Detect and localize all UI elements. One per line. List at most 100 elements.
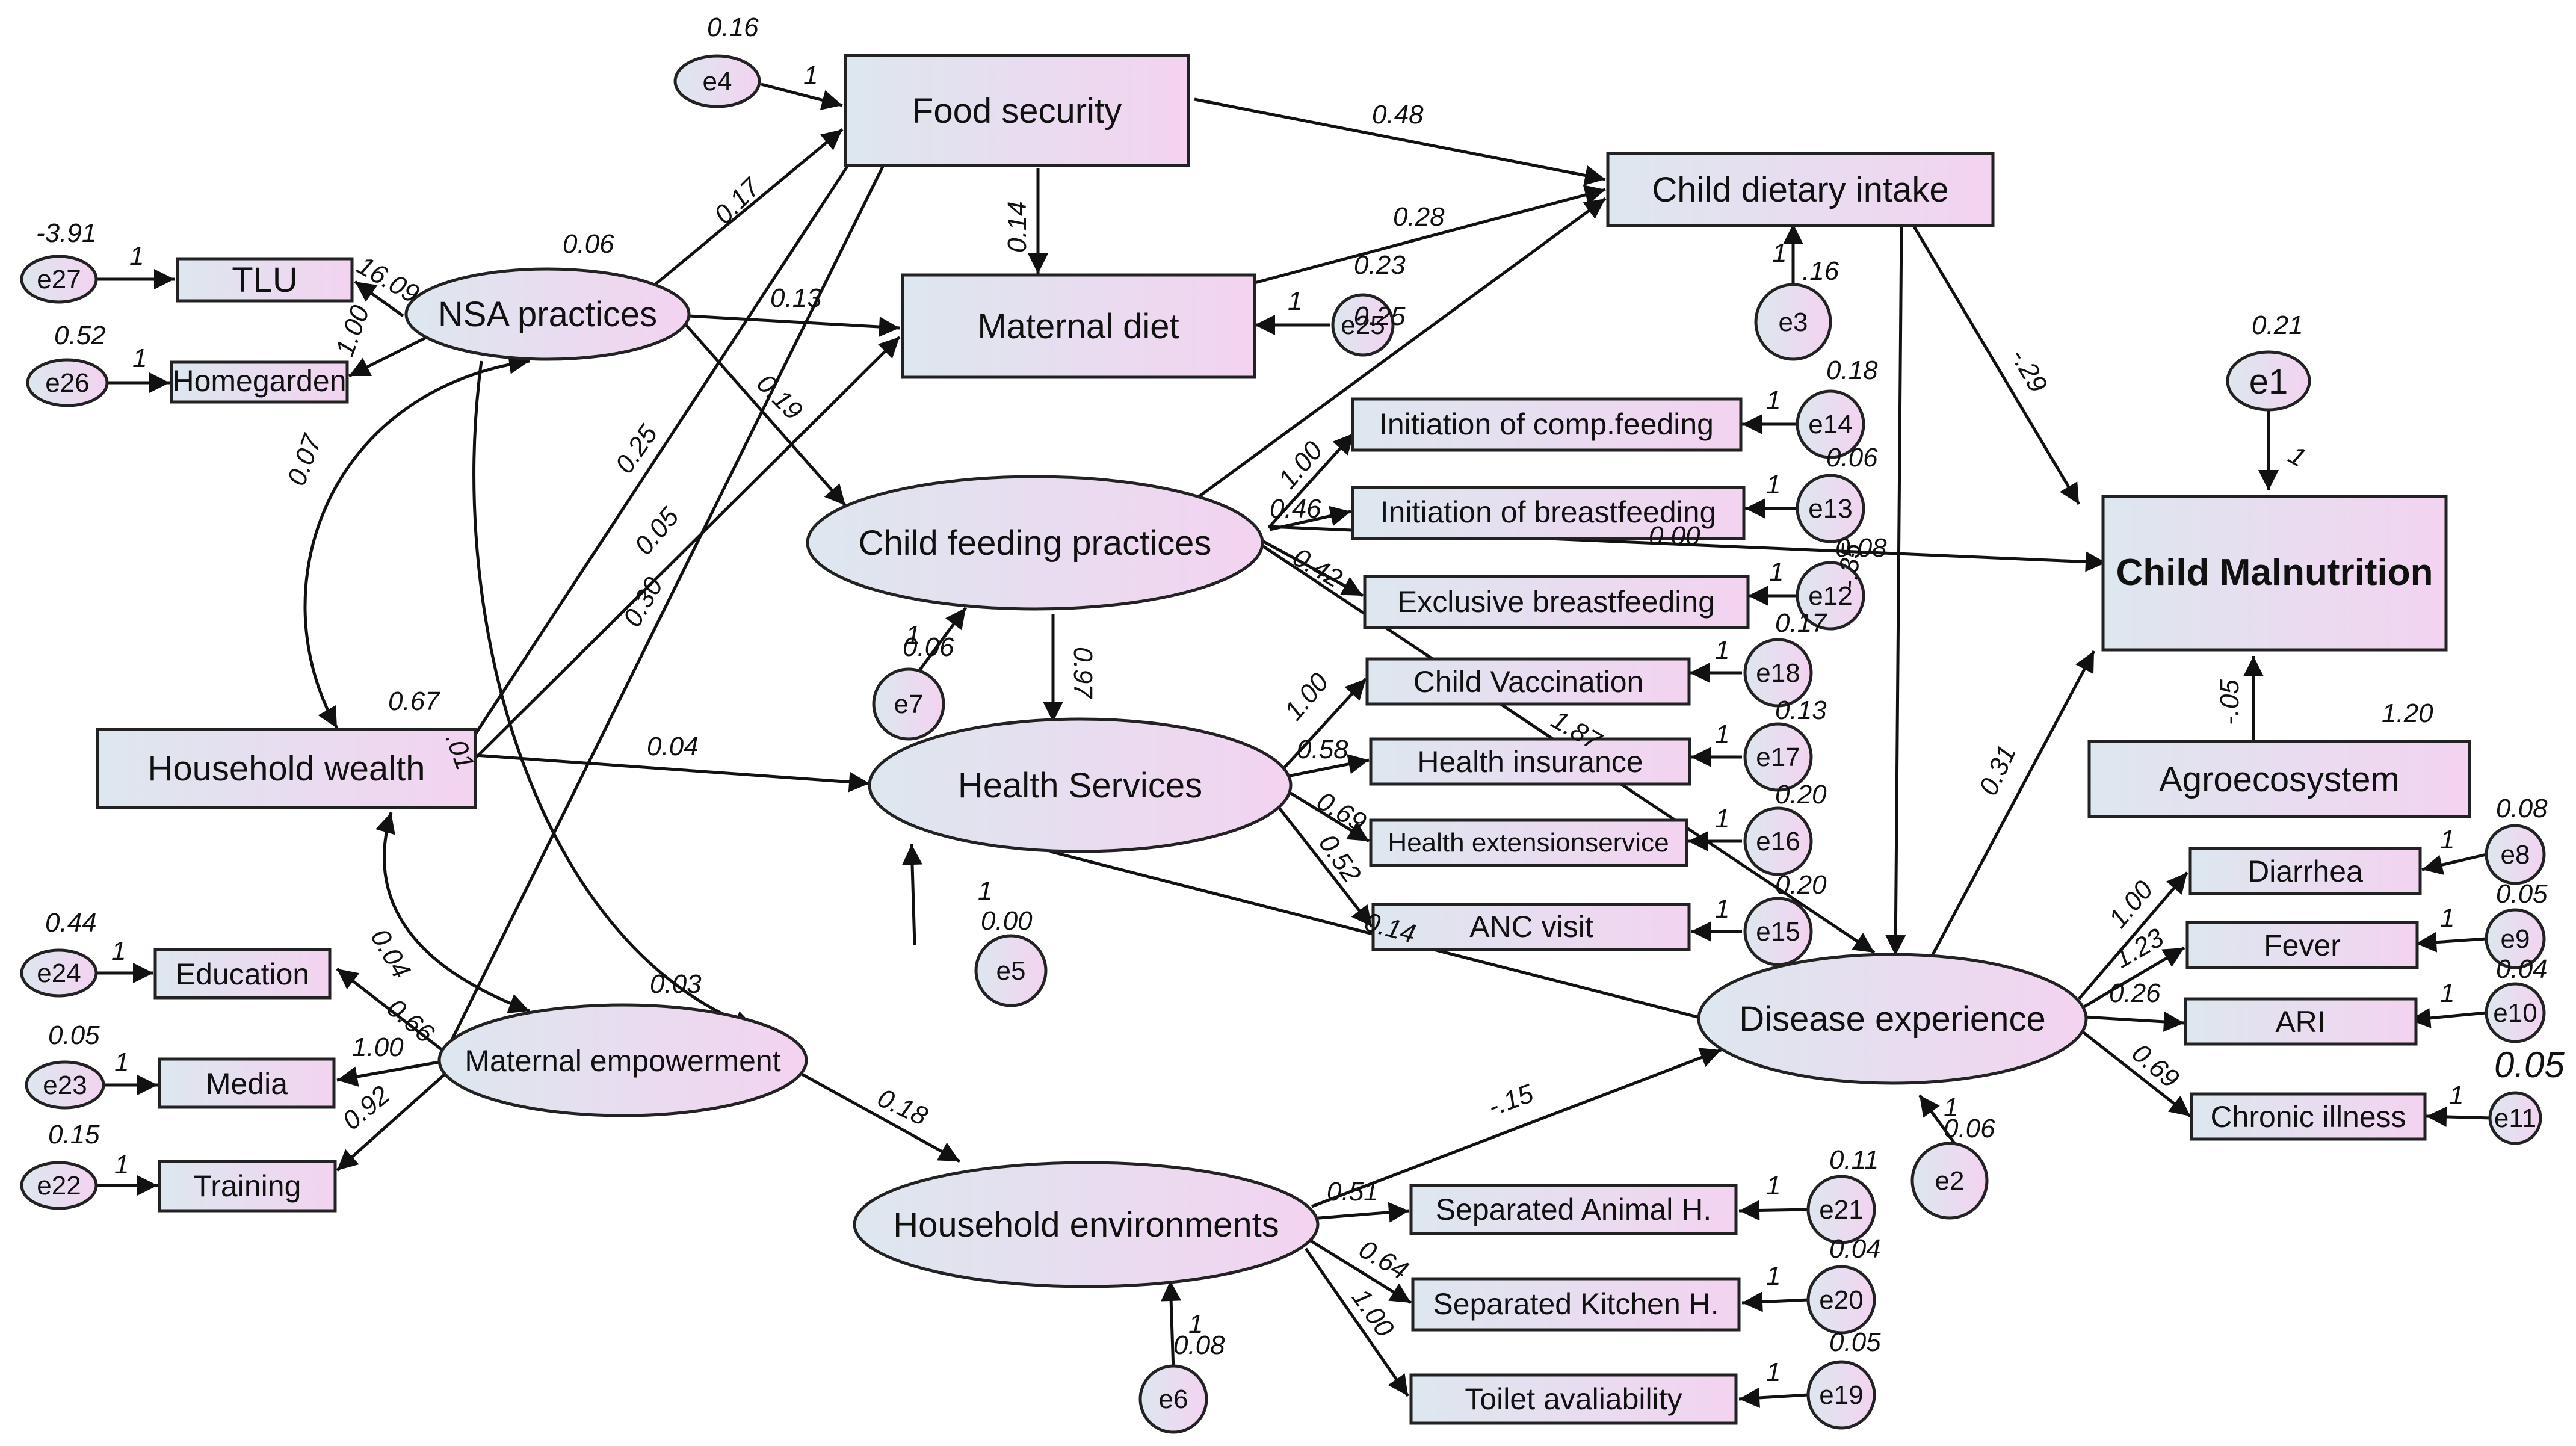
coefficient-labels: 0.48 0.28 0.23 0.14 0.17 0.13 0.19 0.25 … [111,61,2463,1387]
svg-text:e24: e24 [37,959,81,988]
svg-text:0.13: 0.13 [1775,696,1827,725]
svg-text:1.00: 1.00 [352,1033,404,1062]
svg-text:0.03: 0.03 [650,969,702,999]
error-e13: e13 [1796,474,1865,543]
svg-text:0.42: 0.42 [1288,542,1347,593]
svg-text:-.05: -.05 [2215,679,2244,725]
error-e19: e19 [1806,1360,1876,1430]
svg-text:0.18: 0.18 [873,1083,933,1132]
nodes: Food security Child dietary intake Mater… [96,54,2471,1425]
svg-text:-.15: -.15 [1484,1078,1538,1122]
svg-text:0.04: 0.04 [2496,954,2548,984]
svg-text:1: 1 [1944,1093,1958,1122]
node-health-services: Health Services [868,717,1293,853]
svg-text:0.31: 0.31 [1974,741,2022,800]
node-child-feeding-practices: Child feeding practices [806,475,1264,611]
node-label: Exclusive breastfeeding [1397,585,1715,619]
node-label: Child Vaccination [1413,665,1644,699]
node-label: Child dietary intake [1652,170,1948,209]
node-media: Media [158,1057,336,1109]
svg-text:e12: e12 [1808,581,1852,611]
svg-text:e26: e26 [45,368,89,398]
node-label: Food security [912,91,1122,131]
svg-text:1: 1 [978,876,992,906]
svg-text:0.52: 0.52 [1313,829,1367,888]
svg-text:1: 1 [111,936,126,966]
node-child-vaccination: Child Vaccination [1365,657,1691,706]
svg-text:0.05: 0.05 [1829,1327,1881,1357]
node-label: Disease experience [1739,1000,2045,1039]
svg-text:0.04: 0.04 [647,732,699,761]
error-e6: e6 [1138,1364,1208,1434]
node-label: Initiation of breastfeeding [1380,495,1717,529]
error-e25: e25 [1331,293,1395,357]
svg-text:1: 1 [1715,894,1729,924]
svg-text:0.05: 0.05 [48,1021,100,1050]
svg-text:0.64: 0.64 [1354,1234,1413,1285]
node-education: Education [153,948,332,1000]
error-e20: e20 [1806,1265,1876,1335]
node-label: Education [176,957,309,991]
svg-text:0.05: 0.05 [2496,879,2548,909]
svg-text:e11: e11 [2494,1104,2536,1133]
svg-text:1.00: 1.00 [1279,667,1335,726]
error-e24: e24 [20,948,98,998]
svg-text:1: 1 [2440,903,2454,933]
error-e3: e3 [1754,283,1832,361]
svg-text:0.07: 0.07 [282,430,327,490]
svg-text:16.09: 16.09 [352,250,424,309]
svg-text:1: 1 [1769,557,1784,587]
error-e12: e12 [1796,561,1865,631]
svg-text:e22: e22 [37,1171,81,1200]
node-food-security: Food security [844,54,1190,167]
svg-text:0.15: 0.15 [48,1120,100,1149]
svg-text:e21: e21 [1819,1195,1863,1225]
node-disease-experience: Disease experience [1697,953,2088,1085]
svg-text:0.20: 0.20 [1775,870,1827,900]
svg-text:0.06: 0.06 [903,632,954,662]
node-chronic-illness: Chronic illness [2190,1092,2427,1141]
svg-text:0.58: 0.58 [1297,735,1348,764]
svg-text:1: 1 [1766,1261,1781,1291]
svg-text:0.13: 0.13 [770,283,822,313]
error-e11: e11 [2488,1091,2542,1145]
svg-text:1.20: 1.20 [2382,699,2433,728]
node-household-environments: Household environments [853,1161,1320,1288]
svg-text:1: 1 [1766,470,1781,499]
svg-text:e2: e2 [1935,1166,1965,1196]
svg-text:0.17: 0.17 [1775,608,1827,638]
node-maternal-diet: Maternal diet [901,273,1256,379]
error-e23: e23 [25,1060,105,1110]
node-exclusive-breastfeeding: Exclusive breastfeeding [1363,575,1750,629]
node-household-wealth: Household wealth [96,728,477,809]
svg-text:0.46: 0.46 [1270,494,1321,524]
node-label: Maternal diet [977,307,1179,346]
svg-text:1: 1 [1715,720,1729,749]
node-agroecosystem: Agroecosystem [2087,740,2471,818]
svg-text:e3: e3 [1779,307,1808,337]
node-label: Initiation of comp.feeding [1379,407,1714,441]
error-e27: e27 [20,255,98,304]
variance-labels: 0.16 -3.91 0.52 0.06 0.67 .16 0.18 0.06 … [36,13,2565,1360]
svg-text:e16: e16 [1756,827,1800,856]
svg-text:0.69: 0.69 [1312,786,1371,837]
svg-text:1: 1 [1288,286,1302,316]
svg-text:1: 1 [906,620,920,650]
node-label: Health insurance [1417,745,1643,779]
node-ari: ARI [2184,997,2418,1046]
svg-text:0.06: 0.06 [563,229,614,259]
svg-text:1: 1 [1188,1309,1203,1339]
svg-text:e17: e17 [1756,743,1800,772]
svg-text:-3.91: -3.91 [36,218,96,248]
node-child-dietary-intake: Child dietary intake [1606,152,1995,227]
svg-text:0.17: 0.17 [708,172,766,230]
svg-text:e8: e8 [2501,840,2530,870]
svg-text:1: 1 [114,1150,129,1179]
svg-text:0.05: 0.05 [629,502,685,561]
svg-text:1.00: 1.00 [1273,436,1329,495]
error-e15: e15 [1743,897,1813,966]
node-toilet: Toilet avaliability [1409,1373,1738,1425]
node-label: Child feeding practices [859,524,1212,563]
svg-text:0.00: 0.00 [981,906,1033,936]
svg-text:1: 1 [129,241,144,271]
